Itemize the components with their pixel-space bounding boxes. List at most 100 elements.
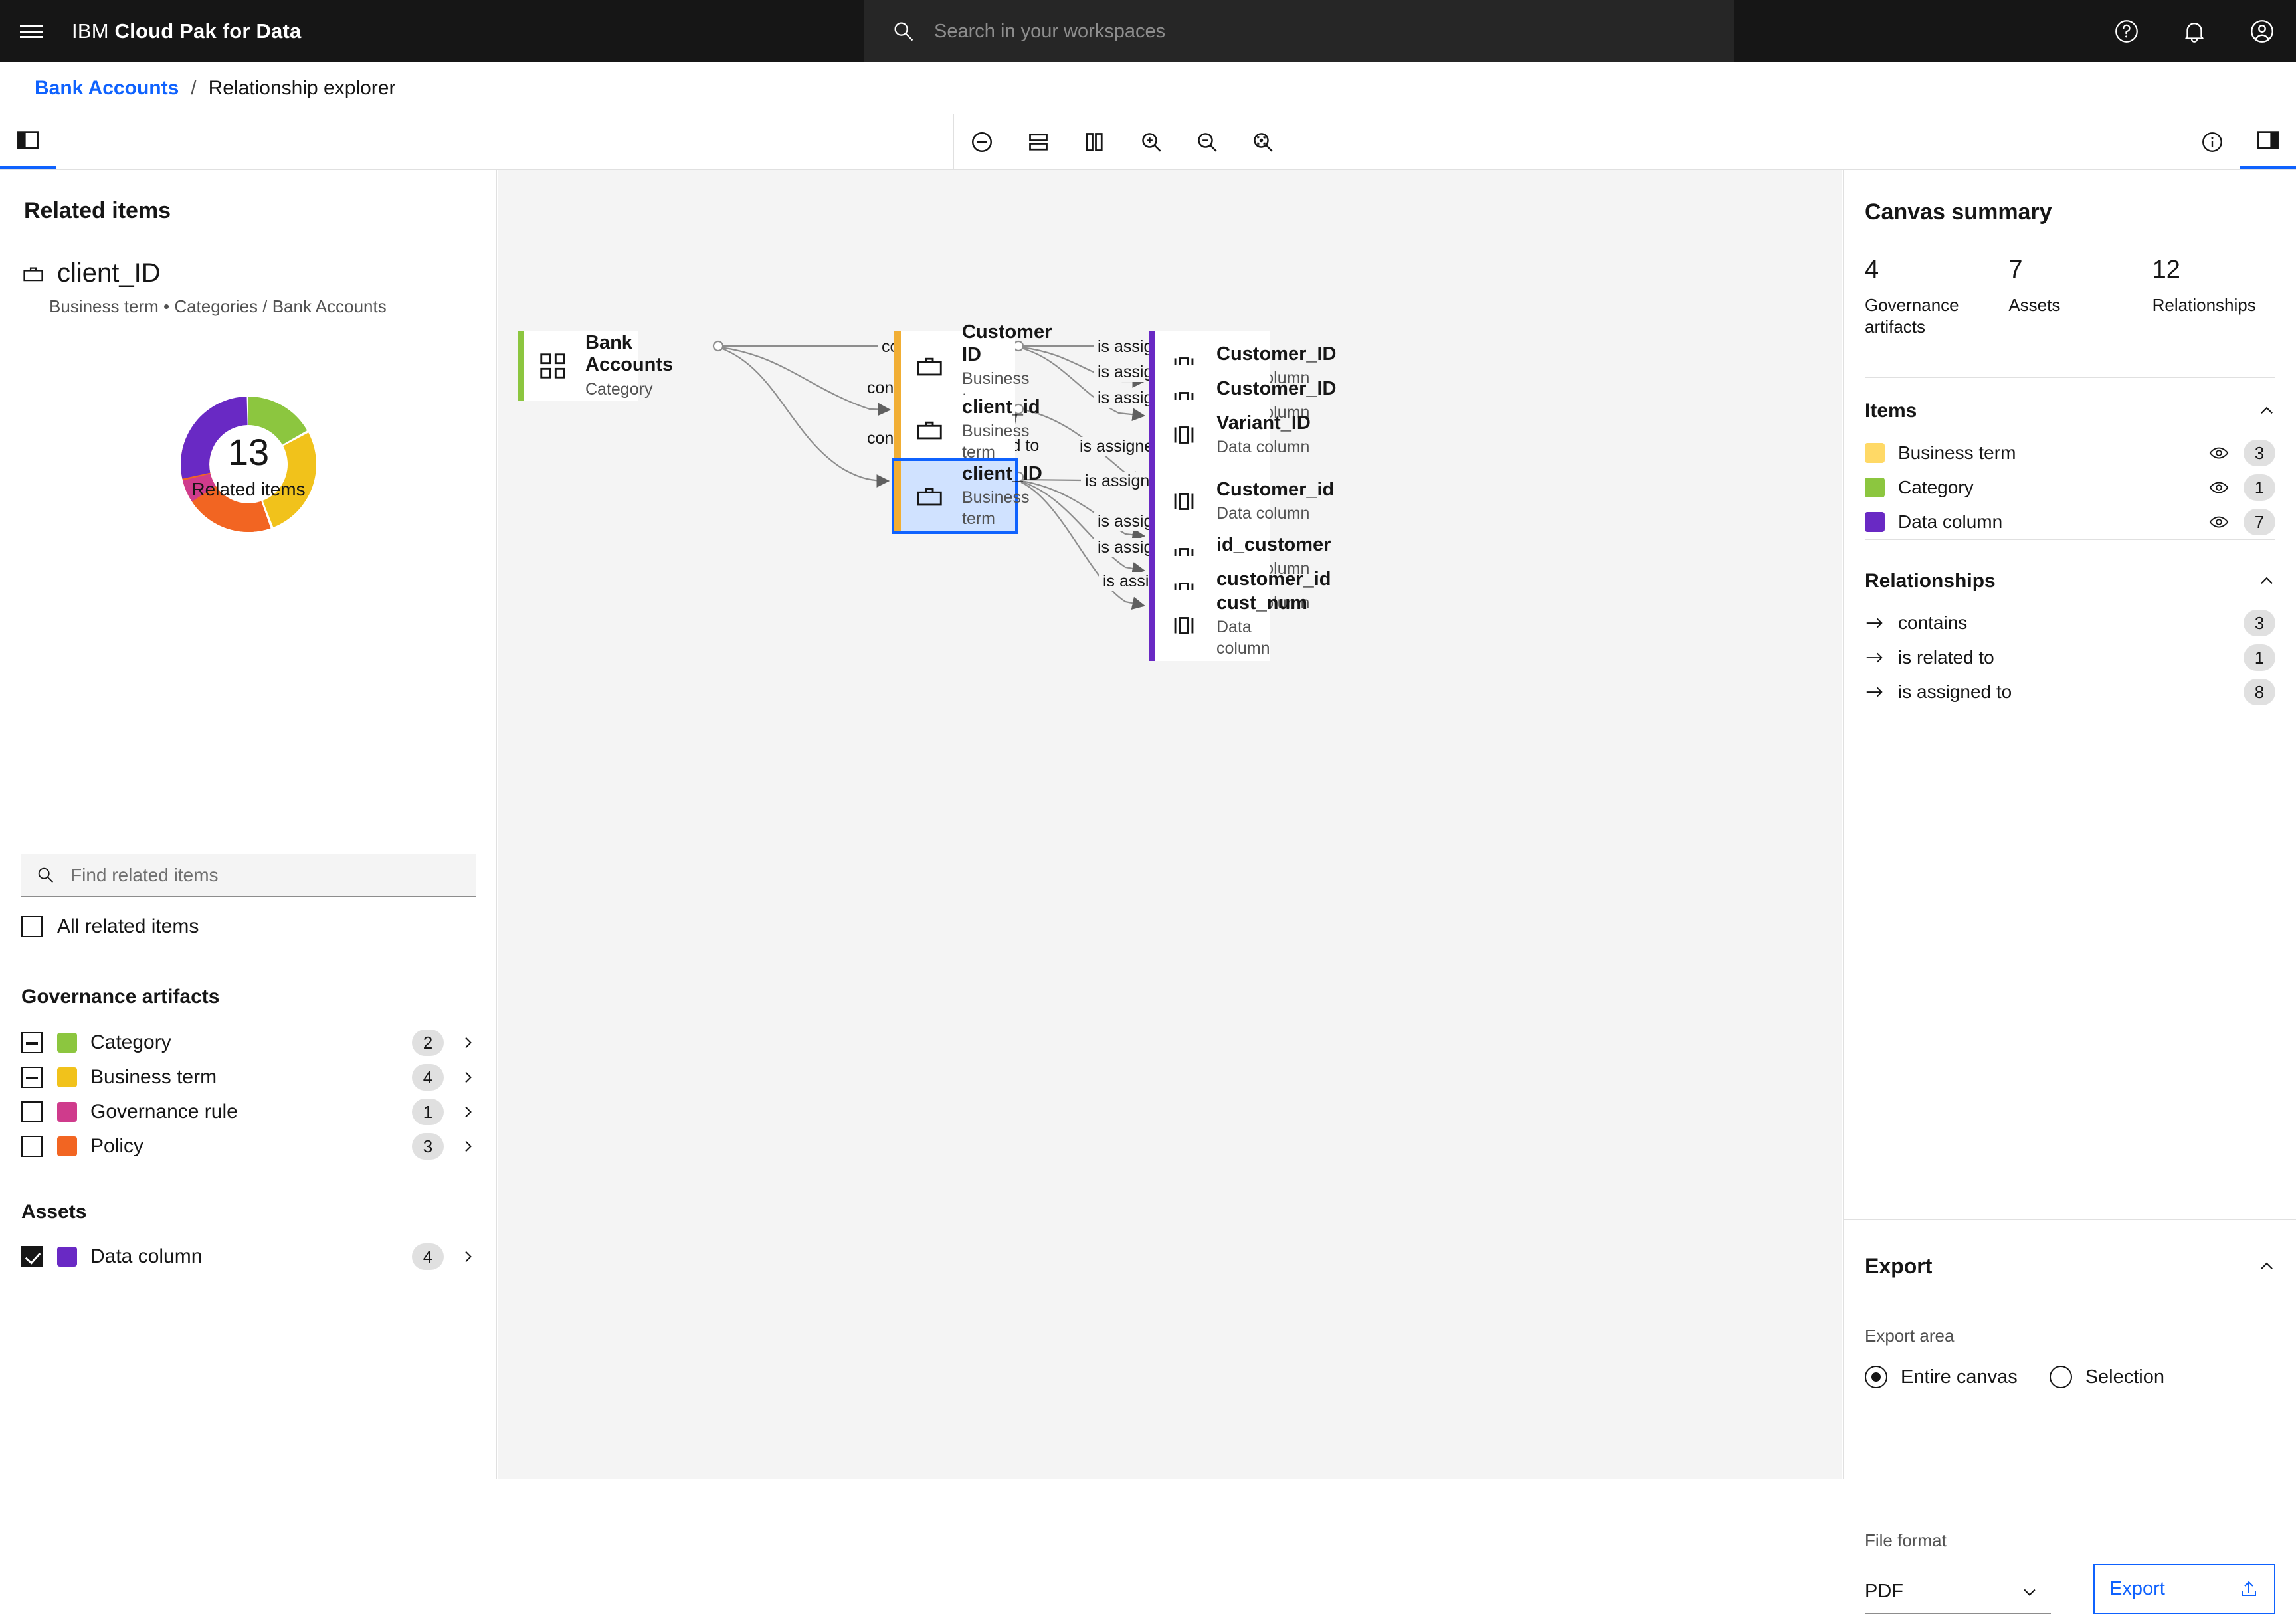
summary-relationship-is-related-to[interactable]: is related to 1 bbox=[1865, 640, 2275, 675]
zoom-fit-button[interactable] bbox=[1235, 114, 1291, 169]
zoom-in-icon bbox=[1142, 132, 1161, 152]
visibility-eye-icon[interactable] bbox=[2209, 478, 2229, 497]
filter-label-policy: Policy bbox=[90, 1135, 144, 1157]
all-related-items-checkbox-row[interactable]: All related items bbox=[21, 915, 199, 938]
arrow-right-icon bbox=[1866, 652, 1883, 663]
filter-row-business-term[interactable]: Business term 4 bbox=[21, 1059, 476, 1096]
visibility-eye-icon[interactable] bbox=[2209, 512, 2229, 532]
filter-checkbox-governance-rule[interactable] bbox=[21, 1101, 43, 1122]
graph-node-dc-variant-ID[interactable]: Variant_ID Data column bbox=[1149, 400, 1311, 470]
filter-row-policy[interactable]: Policy 3 bbox=[21, 1128, 476, 1165]
arrow-right-icon bbox=[1866, 687, 1883, 697]
entity-path: Categories / Bank Accounts bbox=[174, 296, 387, 316]
graph-node-client-ID-selected[interactable]: client_ID Business term bbox=[892, 458, 1042, 534]
filter-row-category[interactable]: Category 2 bbox=[21, 1024, 476, 1061]
file-format-select[interactable]: PDF bbox=[1865, 1570, 2051, 1614]
filter-checkbox-data-column[interactable] bbox=[21, 1246, 43, 1267]
visibility-eye-icon[interactable] bbox=[2209, 443, 2229, 463]
stat-governance-artifacts: 4 Governance artifacts bbox=[1865, 257, 2008, 337]
zoom-in-button[interactable] bbox=[1123, 114, 1179, 169]
chevron-right-icon[interactable] bbox=[460, 1104, 476, 1120]
items-header-label: Items bbox=[1865, 400, 1917, 422]
search-input[interactable] bbox=[934, 20, 1665, 43]
filter-label-governance-rule: Governance rule bbox=[90, 1101, 238, 1122]
find-related-items-input[interactable] bbox=[70, 864, 442, 886]
node-subtitle: Business term bbox=[962, 488, 1030, 528]
graph-node-client-id[interactable]: client_id Business term bbox=[894, 395, 1040, 465]
graph-node-dc-cust-num[interactable]: cust_num Data column bbox=[1149, 590, 1307, 661]
all-related-items-checkbox[interactable] bbox=[21, 916, 43, 937]
chevron-down-icon[interactable] bbox=[2020, 1583, 2039, 1601]
filter-checkbox-category[interactable] bbox=[21, 1032, 43, 1053]
canvas-toolbar bbox=[0, 114, 2296, 170]
chevron-up-icon[interactable] bbox=[2258, 573, 2275, 590]
stat-label: Relationships bbox=[2152, 295, 2256, 315]
breadcrumb-separator: / bbox=[191, 76, 197, 99]
summary-item-data-column[interactable]: Data column 7 bbox=[1865, 505, 2275, 539]
filter-row-data-column[interactable]: Data column 4 bbox=[21, 1238, 476, 1275]
node-type-bar bbox=[1149, 400, 1155, 470]
export-area-label: Export area bbox=[1865, 1326, 1955, 1346]
items-section-header[interactable]: Items bbox=[1865, 400, 2275, 422]
node-type-bar bbox=[894, 461, 901, 531]
category-icon bbox=[540, 353, 565, 379]
product-brand: IBM Cloud Pak for Data bbox=[62, 19, 301, 43]
color-swatch-category bbox=[1865, 478, 1885, 497]
summary-relationship-contains[interactable]: contains 3 bbox=[1865, 606, 2275, 640]
export-button-label: Export bbox=[2109, 1577, 2165, 1599]
stat-relationships: 12 Relationships bbox=[2152, 257, 2296, 337]
panel-title: Related items bbox=[24, 198, 171, 223]
chevron-right-icon[interactable] bbox=[460, 1138, 476, 1154]
node-type-bar bbox=[1149, 590, 1155, 661]
global-search[interactable] bbox=[864, 0, 1734, 62]
notification-icon[interactable] bbox=[2160, 0, 2228, 62]
business-term-icon bbox=[23, 266, 43, 281]
breadcrumb-parent-link[interactable]: Bank Accounts bbox=[35, 76, 179, 99]
node-subtitle: Data column bbox=[1216, 504, 1310, 523]
color-swatch-business-term bbox=[1865, 443, 1885, 463]
summary-item-business-term[interactable]: Business term 3 bbox=[1865, 436, 2275, 470]
relationships-section-header[interactable]: Relationships bbox=[1865, 570, 2275, 592]
left-panel-toggle-button[interactable] bbox=[0, 114, 56, 169]
user-avatar-icon[interactable] bbox=[2228, 0, 2296, 62]
horizontal-layout-button[interactable] bbox=[1010, 114, 1066, 169]
relationships-header-label: Relationships bbox=[1865, 570, 1996, 592]
zoom-out-button[interactable] bbox=[1179, 114, 1235, 169]
chevron-up-icon[interactable] bbox=[2258, 403, 2275, 420]
help-icon[interactable] bbox=[2093, 0, 2160, 62]
graph-node-bank-accounts[interactable]: Bank Accounts Category bbox=[518, 331, 673, 401]
radio-selection[interactable] bbox=[2049, 1366, 2072, 1388]
global-header: IBM Cloud Pak for Data bbox=[0, 0, 2296, 62]
chevron-right-icon[interactable] bbox=[460, 1069, 476, 1085]
canvas-info-button[interactable] bbox=[2184, 114, 2240, 169]
relationship-label: contains bbox=[1898, 612, 1968, 633]
collapse-all-button[interactable] bbox=[954, 114, 1010, 169]
related-items-panel: Related items client_ID Business term • … bbox=[0, 170, 497, 1479]
stat-value: 7 bbox=[2008, 256, 2023, 284]
find-related-items-field[interactable] bbox=[21, 854, 476, 897]
hamburger-menu-icon[interactable] bbox=[0, 0, 62, 62]
graph-node-customer-id-term[interactable]: Customer ID Business term bbox=[894, 321, 1052, 408]
export-section-header[interactable]: Export bbox=[1865, 1254, 2275, 1279]
chevron-right-icon[interactable] bbox=[460, 1035, 476, 1051]
filter-row-governance-rule[interactable]: Governance rule 1 bbox=[21, 1093, 476, 1130]
summary-divider bbox=[1865, 377, 2275, 378]
relationship-canvas[interactable]: contains contains contains is assigned t… bbox=[498, 170, 1842, 1479]
chevron-right-icon[interactable] bbox=[460, 1249, 476, 1265]
filter-checkbox-policy[interactable] bbox=[21, 1136, 43, 1157]
filter-checkbox-business-term[interactable] bbox=[21, 1067, 43, 1088]
breadcrumb-current: Relationship explorer bbox=[208, 76, 396, 99]
summary-item-count: 7 bbox=[2244, 509, 2275, 535]
summary-relationship-is-assigned-to[interactable]: is assigned to 8 bbox=[1865, 675, 2275, 709]
brand-name: Cloud Pak for Data bbox=[114, 19, 302, 43]
summary-item-category[interactable]: Category 1 bbox=[1865, 470, 2275, 505]
export-button[interactable]: Export bbox=[2093, 1564, 2275, 1614]
chevron-up-icon[interactable] bbox=[2258, 1258, 2275, 1275]
color-swatch-business-term bbox=[57, 1067, 77, 1087]
node-title: cust_num bbox=[1216, 592, 1307, 614]
radio-entire-canvas[interactable] bbox=[1865, 1366, 1887, 1388]
arrow-right-icon bbox=[1866, 618, 1883, 628]
vertical-layout-button[interactable] bbox=[1066, 114, 1122, 169]
file-format-value: PDF bbox=[1865, 1581, 1903, 1602]
right-panel-toggle-button[interactable] bbox=[2240, 114, 2296, 169]
